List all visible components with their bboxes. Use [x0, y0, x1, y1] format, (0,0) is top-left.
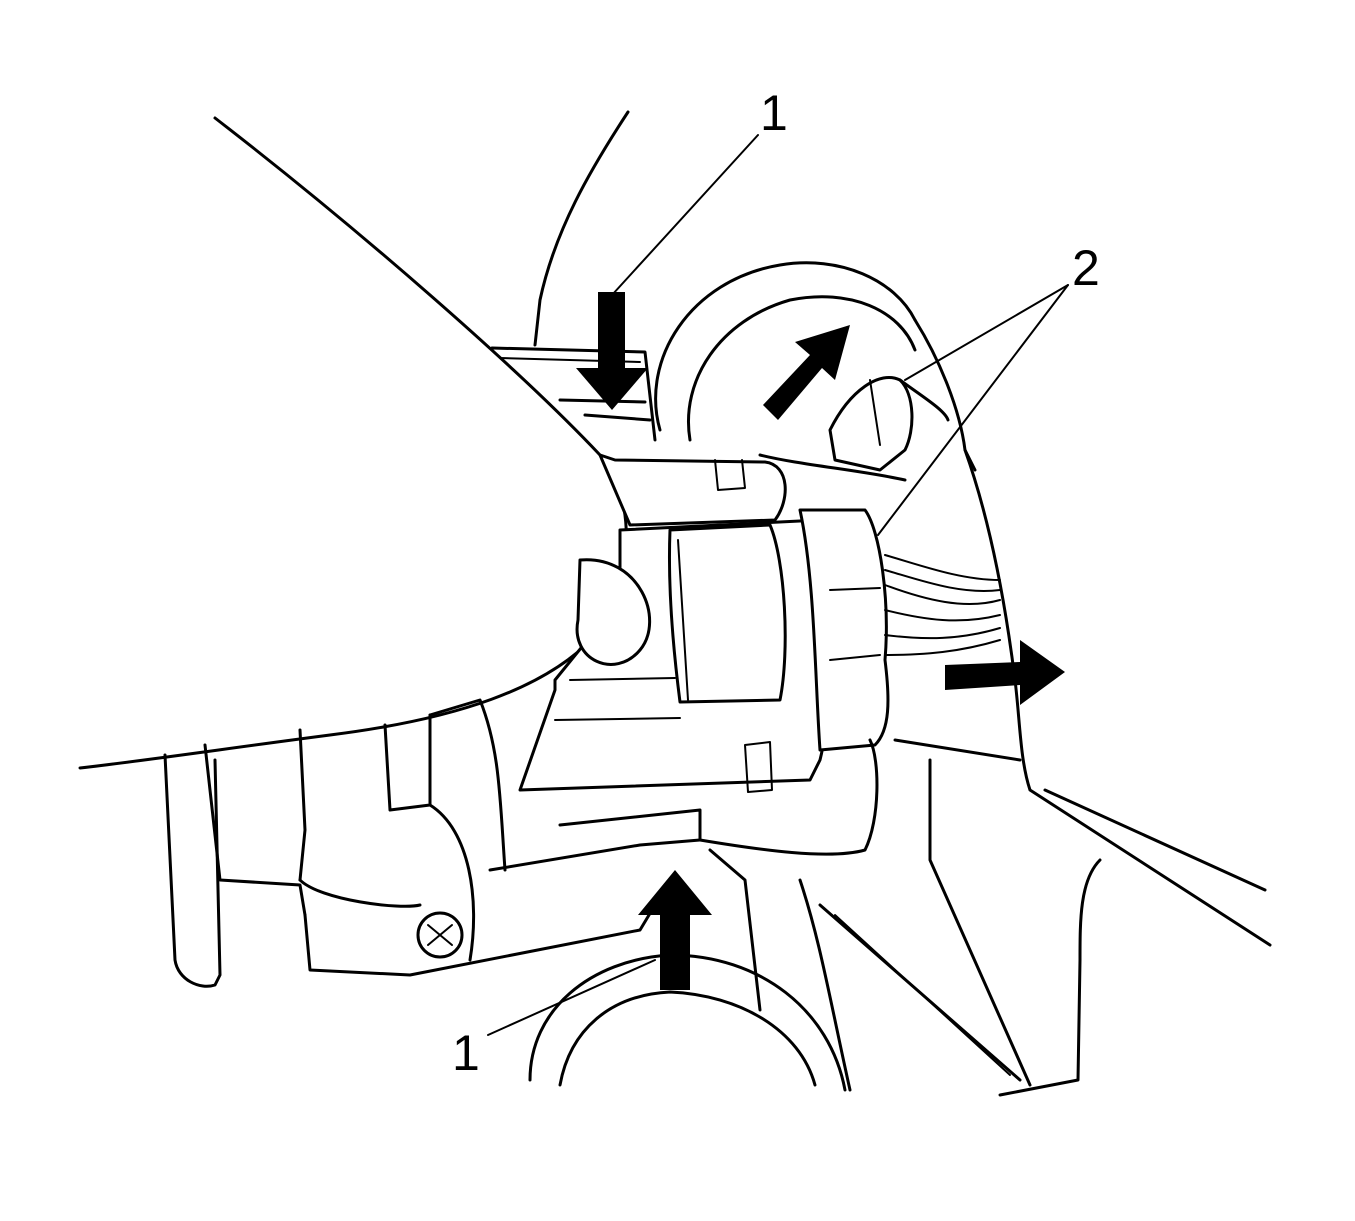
- round-housing-upper: [654, 261, 977, 472]
- callout-2: 2: [1072, 240, 1100, 296]
- arrow-press-down-top: [576, 292, 648, 410]
- lower-mechanism: [163, 698, 879, 988]
- arrow-pull-up-right: [763, 325, 850, 420]
- electrical-connector: [518, 453, 890, 793]
- arrow-pull-right: [945, 640, 1065, 705]
- callout-1-top: 1: [760, 85, 788, 141]
- steering-column-cover: [78, 110, 630, 770]
- right-panel: [818, 448, 1272, 1097]
- callout-1-bottom: 1: [452, 1025, 480, 1081]
- wire-harness: [884, 554, 1022, 762]
- wire-tie: [758, 375, 950, 482]
- arrow-press-up-bottom: [638, 870, 712, 990]
- leader-lines: [487, 134, 1069, 1036]
